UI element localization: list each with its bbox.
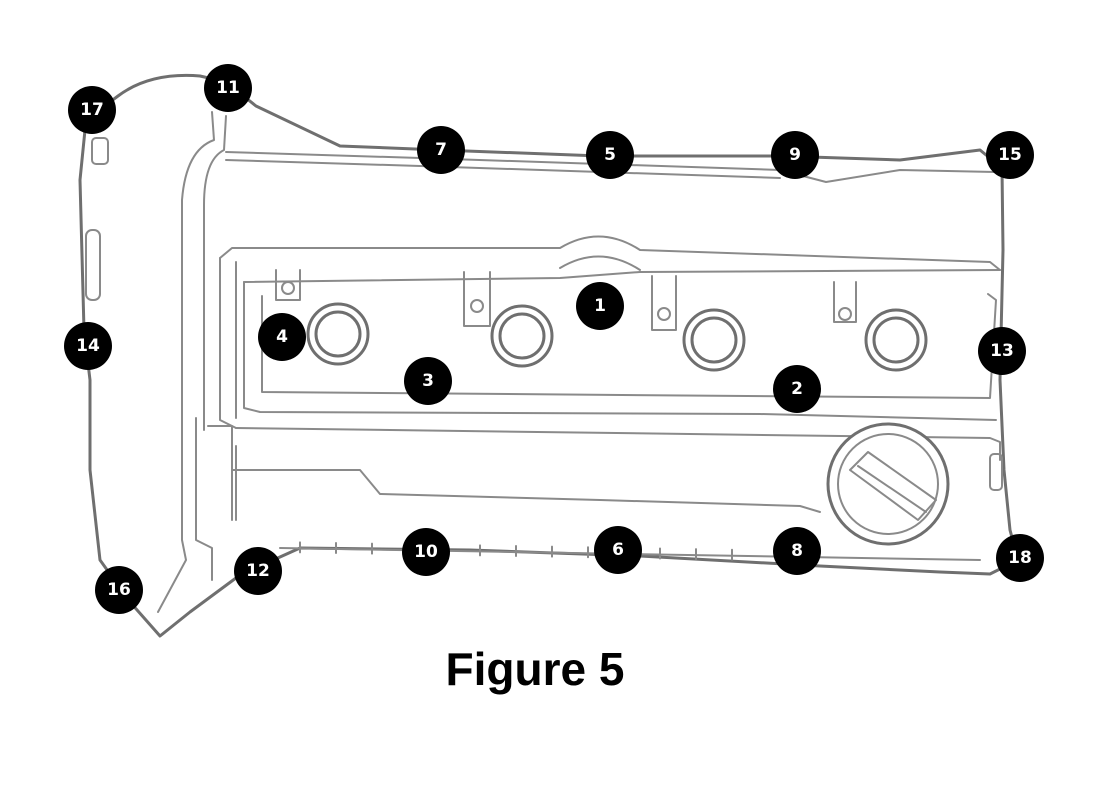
svg-text:18: 18	[1008, 548, 1032, 568]
callout-15: 15	[986, 131, 1034, 179]
svg-text:6: 6	[612, 540, 624, 560]
callout-14: 14	[64, 322, 112, 370]
callout-8: 8	[773, 527, 821, 575]
figure-caption: Figure 5	[445, 643, 625, 695]
inner-deck	[195, 235, 1001, 581]
svg-text:9: 9	[789, 145, 801, 165]
callout-6: 6	[594, 526, 642, 574]
callout-2: 2	[773, 365, 821, 413]
svg-text:7: 7	[435, 140, 447, 160]
callout-4: 4	[258, 313, 306, 361]
svg-text:8: 8	[791, 541, 803, 561]
callout-5: 5	[586, 131, 634, 179]
callout-1: 1	[576, 282, 624, 330]
flange-slots	[85, 137, 1003, 491]
svg-text:13: 13	[990, 341, 1014, 361]
svg-text:10: 10	[414, 542, 438, 562]
svg-text:1: 1	[594, 296, 606, 316]
callout-3: 3	[404, 357, 452, 405]
svg-text:12: 12	[246, 561, 270, 581]
valve-cover-diagram: 1 2 3 4 5 6 7 8 9 10 11 12 13 14 15 16 1…	[64, 64, 1044, 638]
svg-text:14: 14	[76, 336, 100, 356]
callout-12: 12	[234, 547, 282, 595]
callout-7: 7	[417, 126, 465, 174]
oil-filler-cap	[826, 422, 950, 546]
spark-plug-holes	[306, 302, 928, 372]
svg-text:16: 16	[107, 580, 131, 600]
callout-10: 10	[402, 528, 450, 576]
svg-text:17: 17	[80, 100, 104, 120]
svg-text:4: 4	[276, 327, 288, 347]
svg-text:15: 15	[998, 145, 1022, 165]
coil-bosses	[275, 255, 857, 331]
bolt-callouts: 1 2 3 4 5 6 7 8 9 10 11 12 13 14 15 16 1…	[64, 64, 1044, 614]
svg-text:5: 5	[604, 145, 616, 165]
callout-18: 18	[996, 534, 1044, 582]
callout-13: 13	[978, 327, 1026, 375]
callout-16: 16	[95, 566, 143, 614]
svg-text:3: 3	[422, 371, 434, 391]
callout-9: 9	[771, 131, 819, 179]
callout-17: 17	[68, 86, 116, 134]
svg-text:2: 2	[791, 379, 803, 399]
callout-11: 11	[204, 64, 252, 112]
svg-text:11: 11	[216, 78, 240, 98]
